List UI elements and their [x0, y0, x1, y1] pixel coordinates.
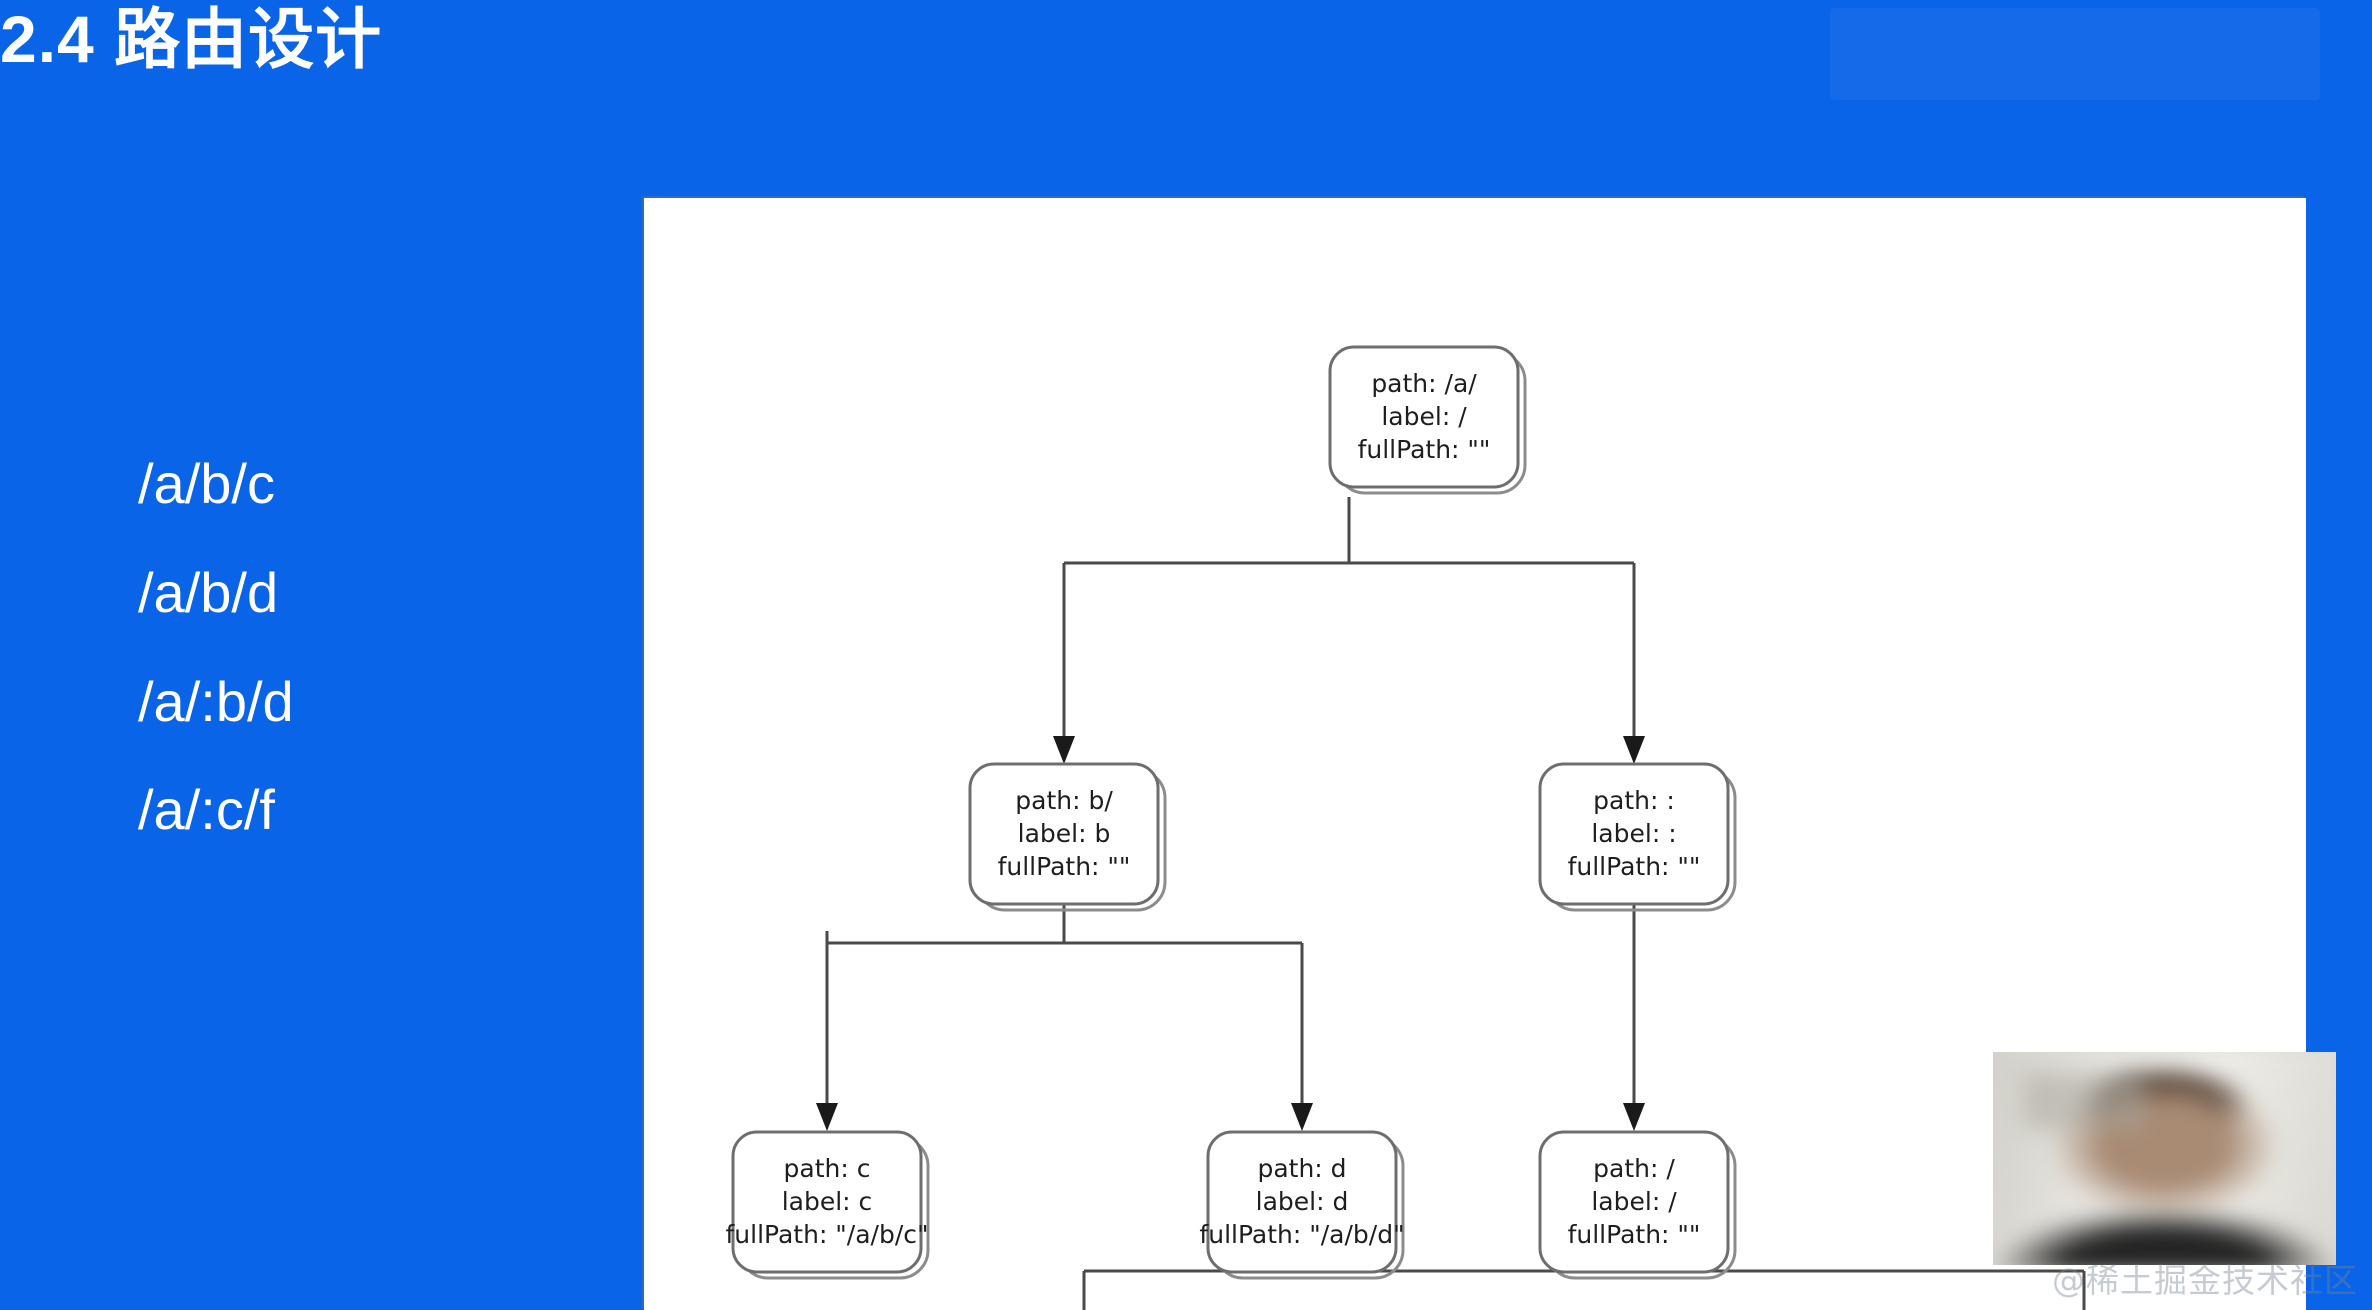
- route-tree-svg: path: /a/ label: / fullPath: "" path: b/…: [725, 345, 2086, 1310]
- node-inner-border: [1206, 1130, 1398, 1274]
- juejin-watermark: @稀土掘金技术社区: [2052, 1261, 2358, 1300]
- node-label-text: label: c: [782, 1187, 873, 1216]
- node-path-text: path: /a/: [1371, 369, 1477, 398]
- page-title: 2.4 路由设计: [0, 2, 383, 76]
- node-path-text: path: d: [1257, 1154, 1346, 1183]
- node-path-text: path: /: [1593, 1154, 1675, 1183]
- tree-node-b[interactable]: path: b/ label: b fullPath: "": [968, 762, 1167, 912]
- route-path-list: /a/b/c /a/b/d /a/:b/d /a/:c/f: [138, 452, 294, 842]
- node-label-text: label: b: [1018, 819, 1111, 848]
- tree-node-colon[interactable]: path: : label: : fullPath: "": [1538, 762, 1737, 912]
- tree-node-slash[interactable]: path: / label: / fullPath: "": [1538, 1130, 1737, 1280]
- node-path-text: path: b/: [1015, 786, 1113, 815]
- arrow-head-to-slash: [1623, 1103, 1645, 1131]
- arrow-head-to-colon: [1623, 736, 1645, 764]
- node-label-text: label: d: [1256, 1187, 1349, 1216]
- node-fullpath-text: fullPath: "/a/b/d": [1199, 1220, 1404, 1249]
- tree-node-d[interactable]: path: d label: d fullPath: "/a/b/d": [1199, 1130, 1405, 1280]
- node-inner-border: [968, 762, 1160, 906]
- node-path-text: path: :: [1593, 786, 1675, 815]
- node-fullpath-text: fullPath: "/a/b/c": [725, 1220, 928, 1249]
- tree-node-c[interactable]: path: c label: c fullPath: "/a/b/c": [725, 1130, 930, 1280]
- node-fullpath-text: fullPath: "": [1358, 435, 1491, 464]
- tree-node-root[interactable]: path: /a/ label: / fullPath: "": [1328, 345, 1527, 495]
- webcam-background-panel: [2023, 1073, 2144, 1129]
- arrow-head-to-d: [1291, 1103, 1313, 1131]
- node-fullpath-text: fullPath: "": [998, 852, 1131, 881]
- node-label-text: label: :: [1591, 819, 1676, 848]
- node-path-text: path: c: [784, 1154, 871, 1183]
- route-path-item: /a/:b/d: [138, 669, 294, 733]
- node-inner-border: [1328, 345, 1520, 489]
- top-right-watermark: [1830, 8, 2320, 100]
- node-inner-border: [1538, 762, 1730, 906]
- route-path-item: /a/b/d: [138, 560, 279, 624]
- arrow-head-to-b: [1053, 736, 1075, 764]
- node-inner-border: [1538, 1130, 1730, 1274]
- route-tree-diagram-panel: path: /a/ label: / fullPath: "" path: b/…: [644, 198, 2306, 1310]
- node-label-text: label: /: [1591, 1187, 1677, 1216]
- node-fullpath-text: fullPath: "": [1568, 1220, 1701, 1249]
- node-label-text: label: /: [1381, 402, 1467, 431]
- route-path-item: /a/:c/f: [138, 778, 275, 842]
- route-path-item: /a/b/c: [138, 452, 275, 515]
- node-fullpath-text: fullPath: "": [1568, 852, 1701, 881]
- arrow-head-to-c: [816, 1103, 838, 1131]
- node-inner-border: [731, 1130, 923, 1274]
- webcam-video-overlay: [1993, 1052, 2336, 1265]
